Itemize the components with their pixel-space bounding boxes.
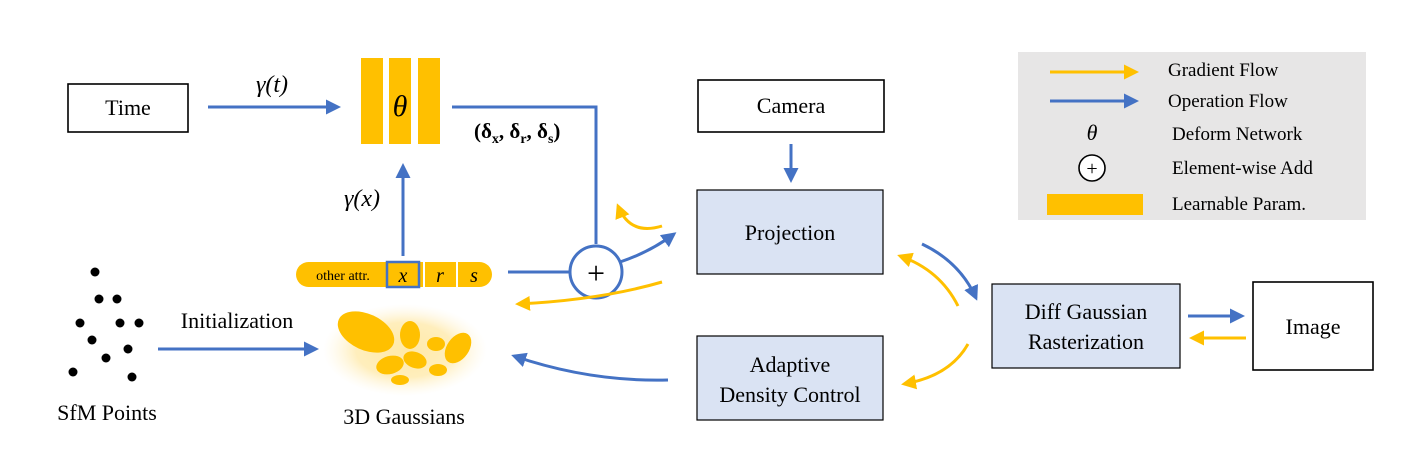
gaussian-attributes: other attr. x r s: [296, 260, 492, 289]
legend-add-icon: [1078, 154, 1106, 182]
sfm-point: [134, 318, 144, 328]
gaussian-ellipse: [444, 332, 472, 364]
gradient-raster-to-projection: [897, 252, 960, 307]
sfm-point: [127, 372, 137, 382]
image-label: Image: [1286, 314, 1341, 339]
adaptive-density-box: [696, 335, 884, 421]
image-node: Image: [1252, 281, 1374, 371]
adaptive-density-node: Adaptive Density Control: [696, 335, 884, 421]
gamma-t-label: γ(t): [256, 72, 288, 98]
camera-node: Camera: [697, 79, 885, 133]
legend-add-symbol: +: [1086, 158, 1097, 180]
adaptive-density-label-1: Adaptive: [750, 352, 831, 377]
sfm-point: [101, 353, 111, 363]
attribute-x-highlight: [385, 260, 421, 289]
projection-box: [696, 189, 884, 275]
rasterization-box: [991, 283, 1181, 369]
arrow-add-to-projection: [619, 232, 677, 264]
rasterization-label-2: Rasterization: [1028, 329, 1144, 354]
gaussian-ellipse: [391, 375, 409, 385]
add-symbol: +: [587, 255, 605, 291]
attribute-r: r: [436, 265, 444, 287]
attribute-other: other attr.: [316, 269, 370, 284]
sfm-point: [123, 344, 133, 354]
sfm-point: [75, 318, 85, 328]
initialization-label: Initialization: [181, 308, 293, 333]
arrow-projection-to-raster: [921, 242, 978, 301]
sfm-points-scatter: [68, 267, 144, 382]
theta-bar-left: [361, 58, 383, 144]
arrow-density-to-gaussians: [511, 352, 669, 382]
attribute-x: x: [398, 265, 408, 287]
projection-node: Projection: [696, 189, 884, 275]
gaussians-blob-icon: [323, 304, 487, 396]
rasterization-label-1: Diff Gaussian: [1025, 299, 1147, 324]
legend-deform-label: Deform Network: [1172, 124, 1303, 145]
legend-learnable-label: Learnable Param.: [1172, 194, 1306, 215]
add-circle-icon: [568, 244, 624, 300]
sfm-point: [87, 335, 97, 345]
sfm-point: [112, 294, 122, 304]
arrow-theta-to-add: [452, 105, 598, 244]
gamma-x-label: γ(x): [344, 186, 380, 212]
adaptive-density-label-2: Density Control: [719, 382, 860, 407]
camera-label: Camera: [757, 93, 826, 118]
camera-box: [697, 79, 885, 133]
gaussians-label: 3D Gaussians: [343, 404, 465, 429]
gaussian-ellipse: [429, 364, 447, 376]
theta-bar-middle: [389, 58, 411, 144]
legend-theta-symbol: θ: [1087, 120, 1098, 145]
sfm-point: [68, 367, 78, 377]
attribute-bar: [296, 262, 492, 287]
legend-operation-label: Operation Flow: [1168, 91, 1288, 112]
attribute-s: s: [470, 265, 478, 287]
gradient-to-gaussians: [515, 280, 663, 311]
gradient-to-deform: [615, 203, 663, 230]
image-box: [1252, 281, 1374, 371]
rasterization-node: Diff Gaussian Rasterization: [991, 283, 1181, 369]
theta-symbol: θ: [393, 90, 408, 123]
gradient-raster-to-density: [901, 343, 970, 390]
element-add-node: +: [568, 244, 624, 300]
gaussian-ellipse: [337, 311, 395, 353]
theta-bar-right: [418, 58, 440, 144]
time-box: [67, 83, 189, 133]
legend-add-label: Element-wise Add: [1172, 158, 1313, 179]
gaussian-ellipse: [427, 337, 445, 351]
legend: Gradient Flow Operation Flow θ Deform Ne…: [1018, 52, 1366, 220]
legend-learnable-swatch: [1047, 194, 1143, 215]
sfm-point: [94, 294, 104, 304]
sfm-point: [115, 318, 125, 328]
gaussian-ellipse: [403, 351, 427, 369]
delta-label: (δx, δr, δs): [474, 119, 560, 147]
gaussian-ellipse: [400, 321, 420, 349]
legend-gradient-label: Gradient Flow: [1168, 60, 1279, 81]
sfm-point: [90, 267, 100, 277]
legend-background: [1018, 52, 1366, 220]
gaussian-ellipse: [376, 355, 404, 375]
projection-label: Projection: [745, 220, 835, 245]
time-node: Time: [67, 83, 189, 133]
deform-network: θ: [361, 58, 440, 144]
time-label: Time: [105, 95, 151, 120]
sfm-points-label: SfM Points: [57, 400, 157, 425]
